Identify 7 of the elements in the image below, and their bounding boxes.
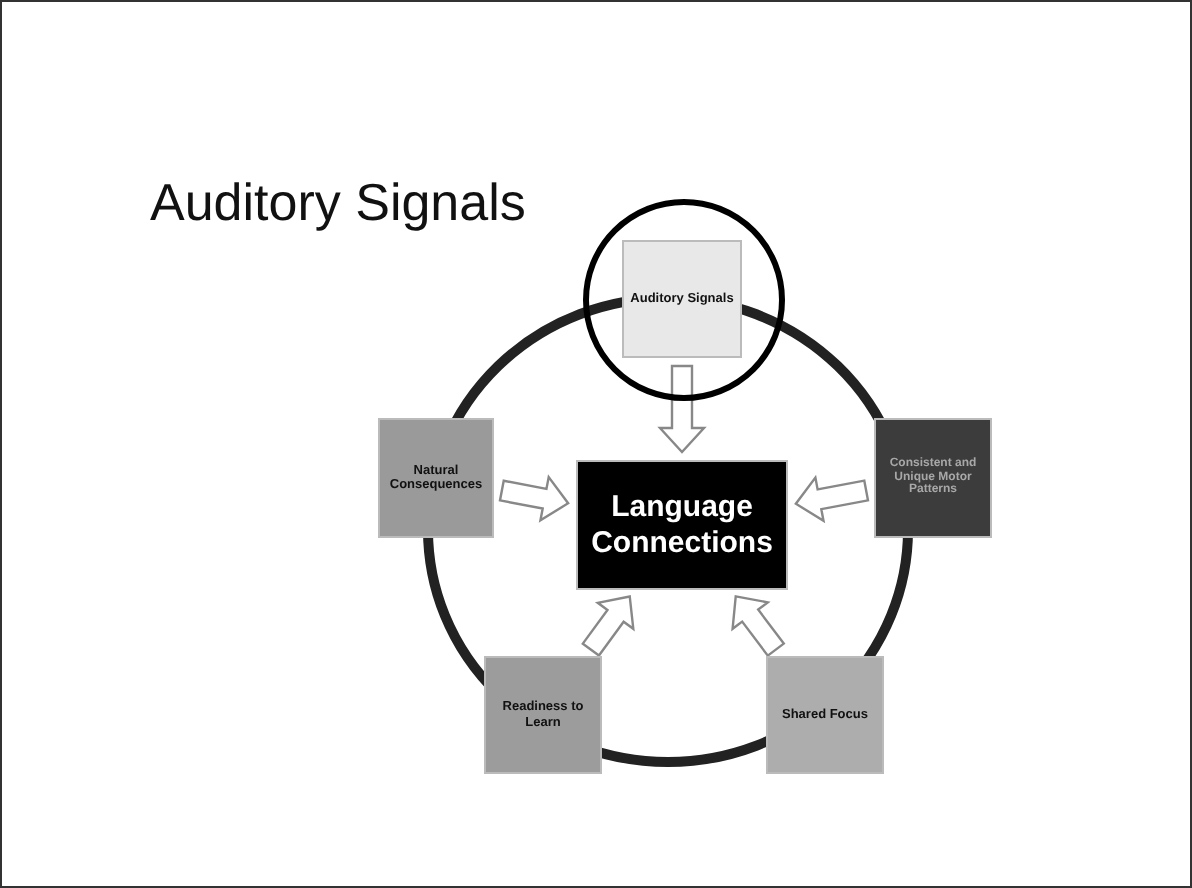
block-arrow (498, 474, 570, 523)
central-concept-box: Language Connections (576, 460, 788, 590)
block-arrow (794, 474, 870, 524)
slide-title: Auditory Signals (150, 172, 526, 234)
block-arrow (731, 594, 786, 658)
block-arrow (581, 595, 635, 658)
block-arrow (657, 364, 707, 454)
